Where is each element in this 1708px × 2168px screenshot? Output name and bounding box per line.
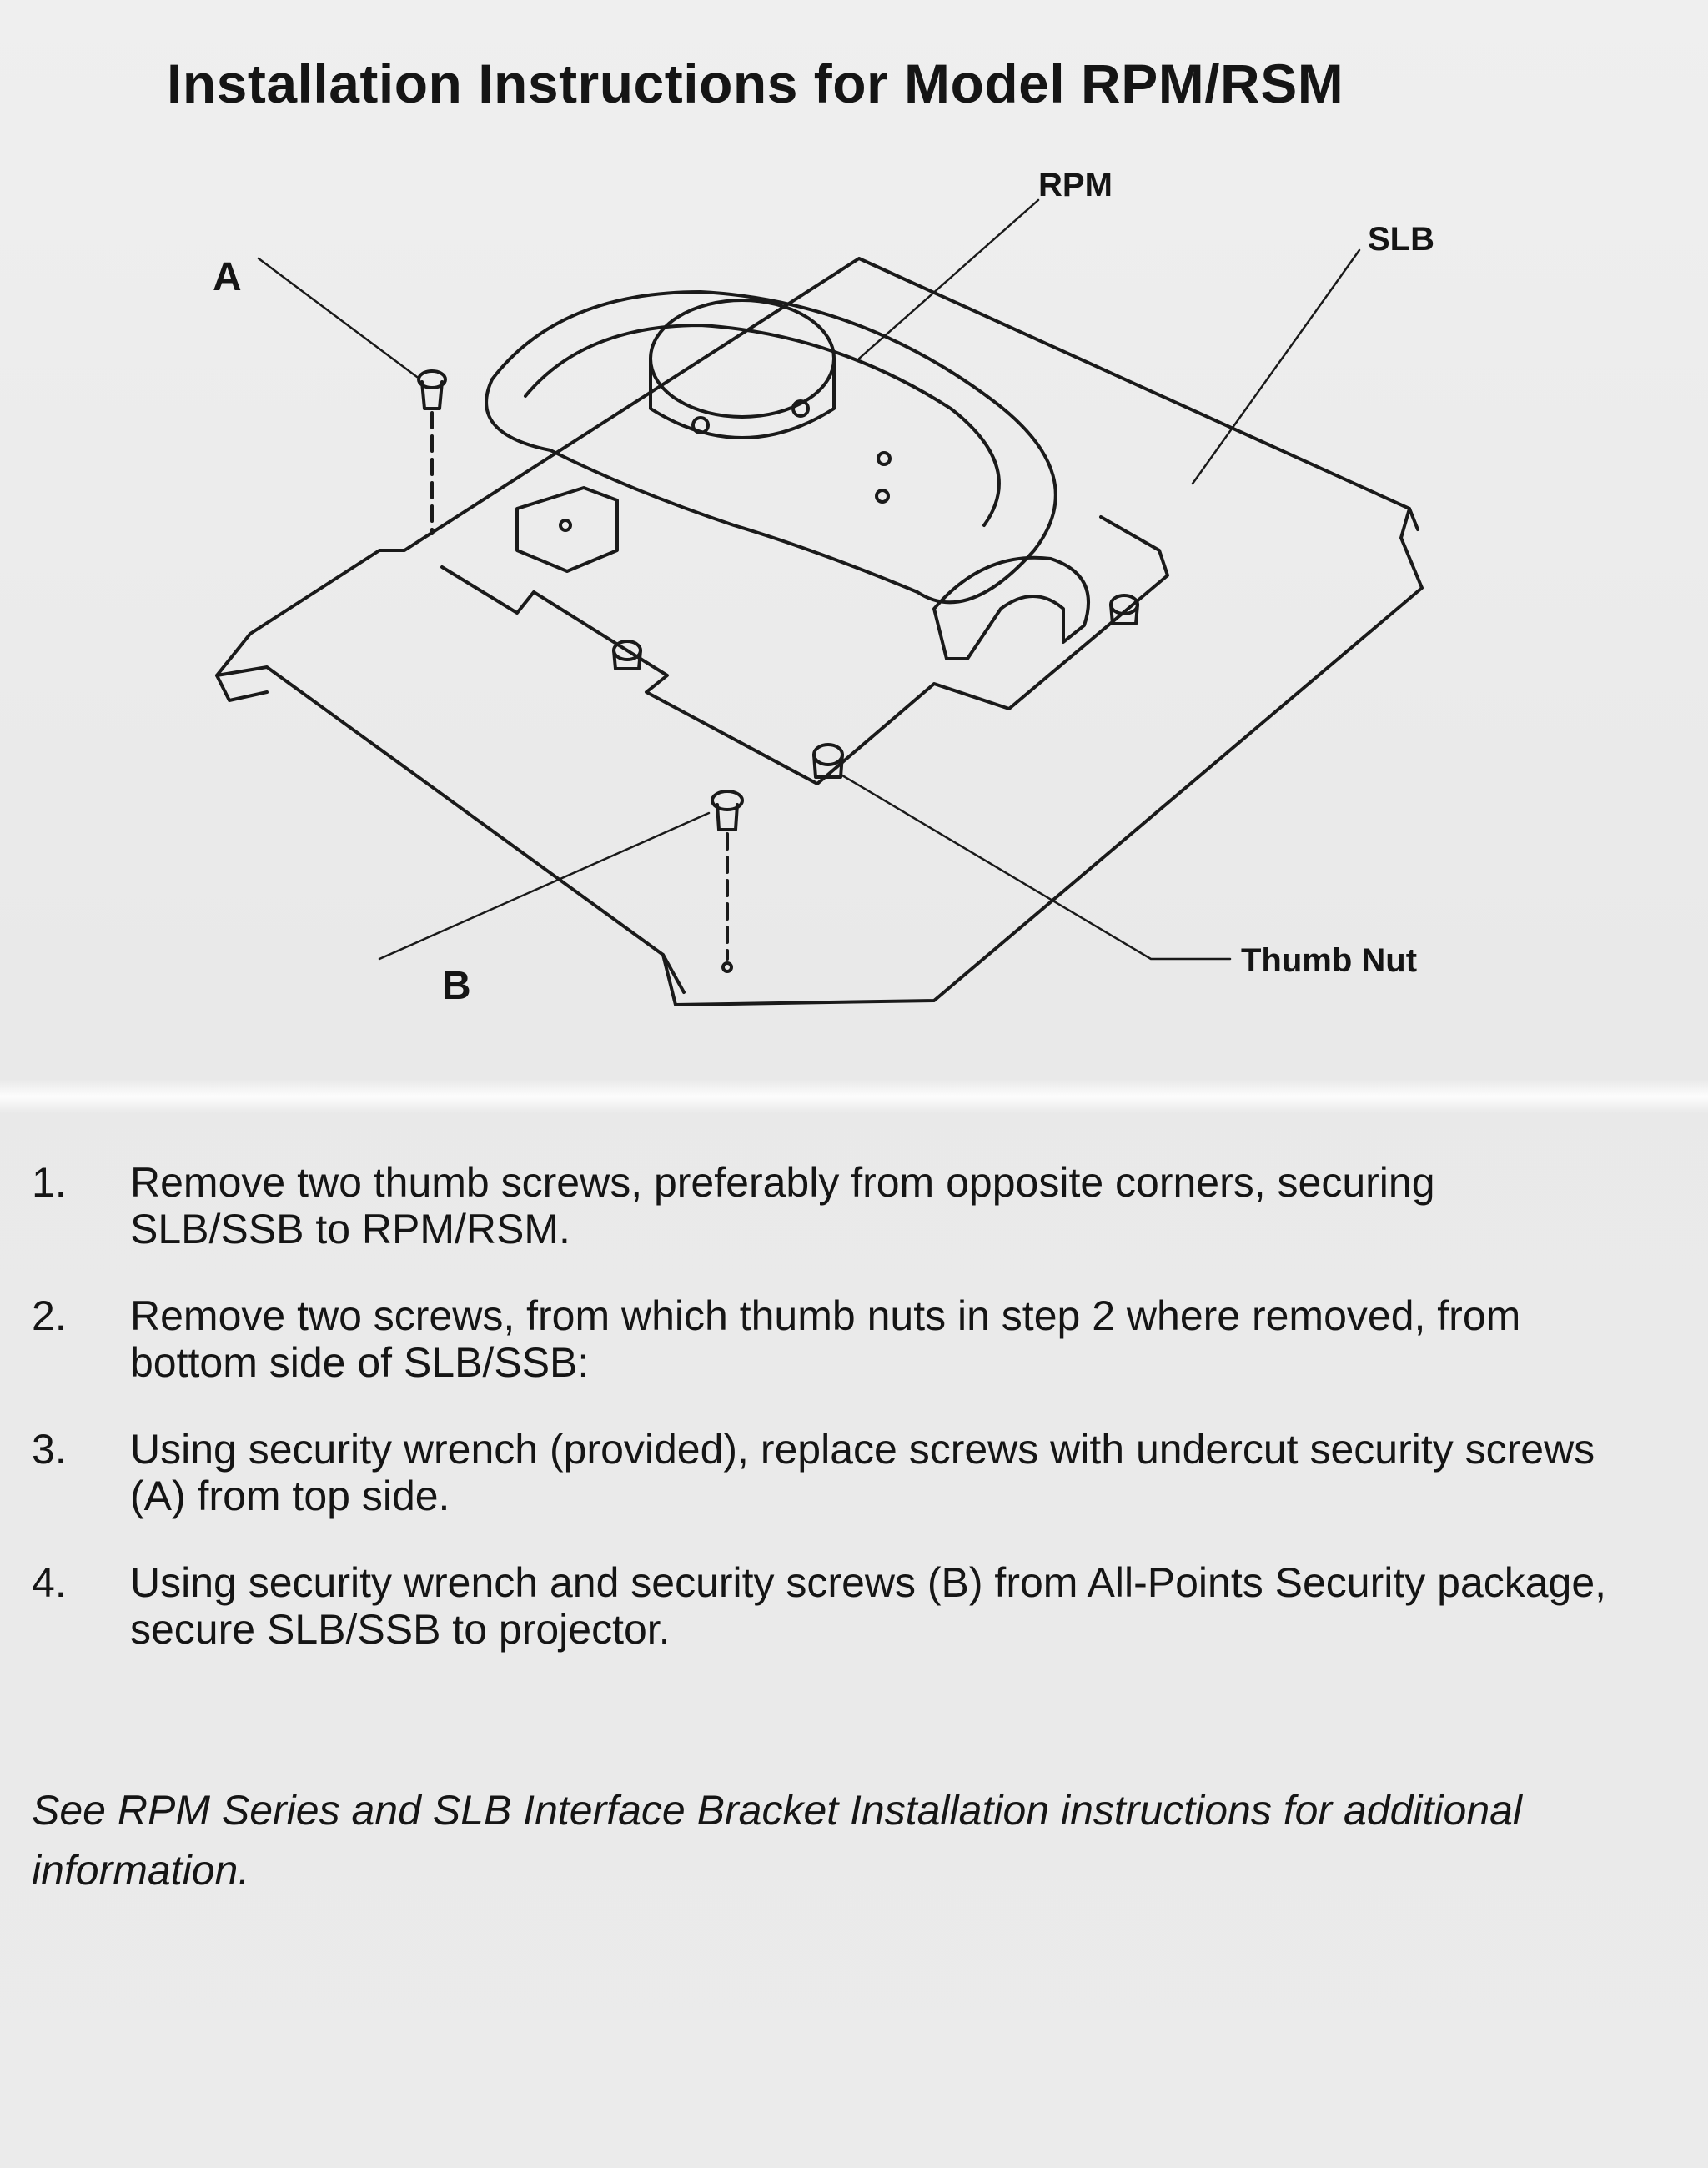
rpm-hub bbox=[649, 299, 836, 419]
step-1: 1. Remove two thumb screws, preferably f… bbox=[32, 1159, 1616, 1252]
leader-a bbox=[257, 257, 419, 379]
thumb-nut-left bbox=[612, 640, 642, 670]
callout-slb: SLB bbox=[1368, 221, 1434, 258]
step-number: 4. bbox=[32, 1559, 67, 1606]
leader-thumb-nut bbox=[841, 774, 1232, 961]
step-number: 2. bbox=[32, 1292, 67, 1339]
step-number: 3. bbox=[32, 1426, 67, 1473]
callout-rpm: RPM bbox=[1038, 167, 1113, 203]
rpm-mount-body bbox=[485, 290, 1057, 605]
instruction-steps: 1. Remove two thumb screws, preferably f… bbox=[32, 1159, 1616, 1693]
rear-arch bbox=[932, 555, 1090, 660]
step-text: Using security wrench (provided), replac… bbox=[130, 1426, 1595, 1519]
step-text: Using security wrench and security screw… bbox=[130, 1559, 1607, 1653]
step-text: Remove two screws, from which thumb nuts… bbox=[130, 1292, 1521, 1386]
paper-fold-line bbox=[0, 1080, 1708, 1113]
screw-a bbox=[417, 369, 447, 535]
leader-rpm bbox=[857, 198, 1040, 360]
front-block bbox=[515, 486, 619, 573]
callout-a: A bbox=[213, 255, 242, 299]
step-number: 1. bbox=[32, 1159, 67, 1206]
step-2: 2. Remove two screws, from which thumb n… bbox=[32, 1292, 1616, 1386]
screw-b bbox=[711, 790, 744, 973]
step-3: 3. Using security wrench (provided), rep… bbox=[32, 1426, 1616, 1519]
thumb-nut-front bbox=[812, 743, 844, 779]
footnote: See RPM Series and SLB Interface Bracket… bbox=[32, 1787, 1523, 1894]
leader-slb bbox=[1191, 248, 1361, 485]
step-4: 4. Using security wrench and security sc… bbox=[32, 1559, 1616, 1653]
step-text: Remove two thumb screws, preferably from… bbox=[130, 1159, 1435, 1252]
callout-thumb-nut: Thumb Nut bbox=[1241, 942, 1418, 979]
slb-bracket-plate bbox=[215, 257, 1424, 1006]
callout-b: B bbox=[442, 964, 471, 1008]
leader-b bbox=[378, 811, 711, 961]
page-title: Installation Instructions for Model RPM/… bbox=[167, 53, 1344, 114]
mount-diagram bbox=[215, 198, 1424, 1006]
thumb-nut-right bbox=[1109, 594, 1139, 625]
